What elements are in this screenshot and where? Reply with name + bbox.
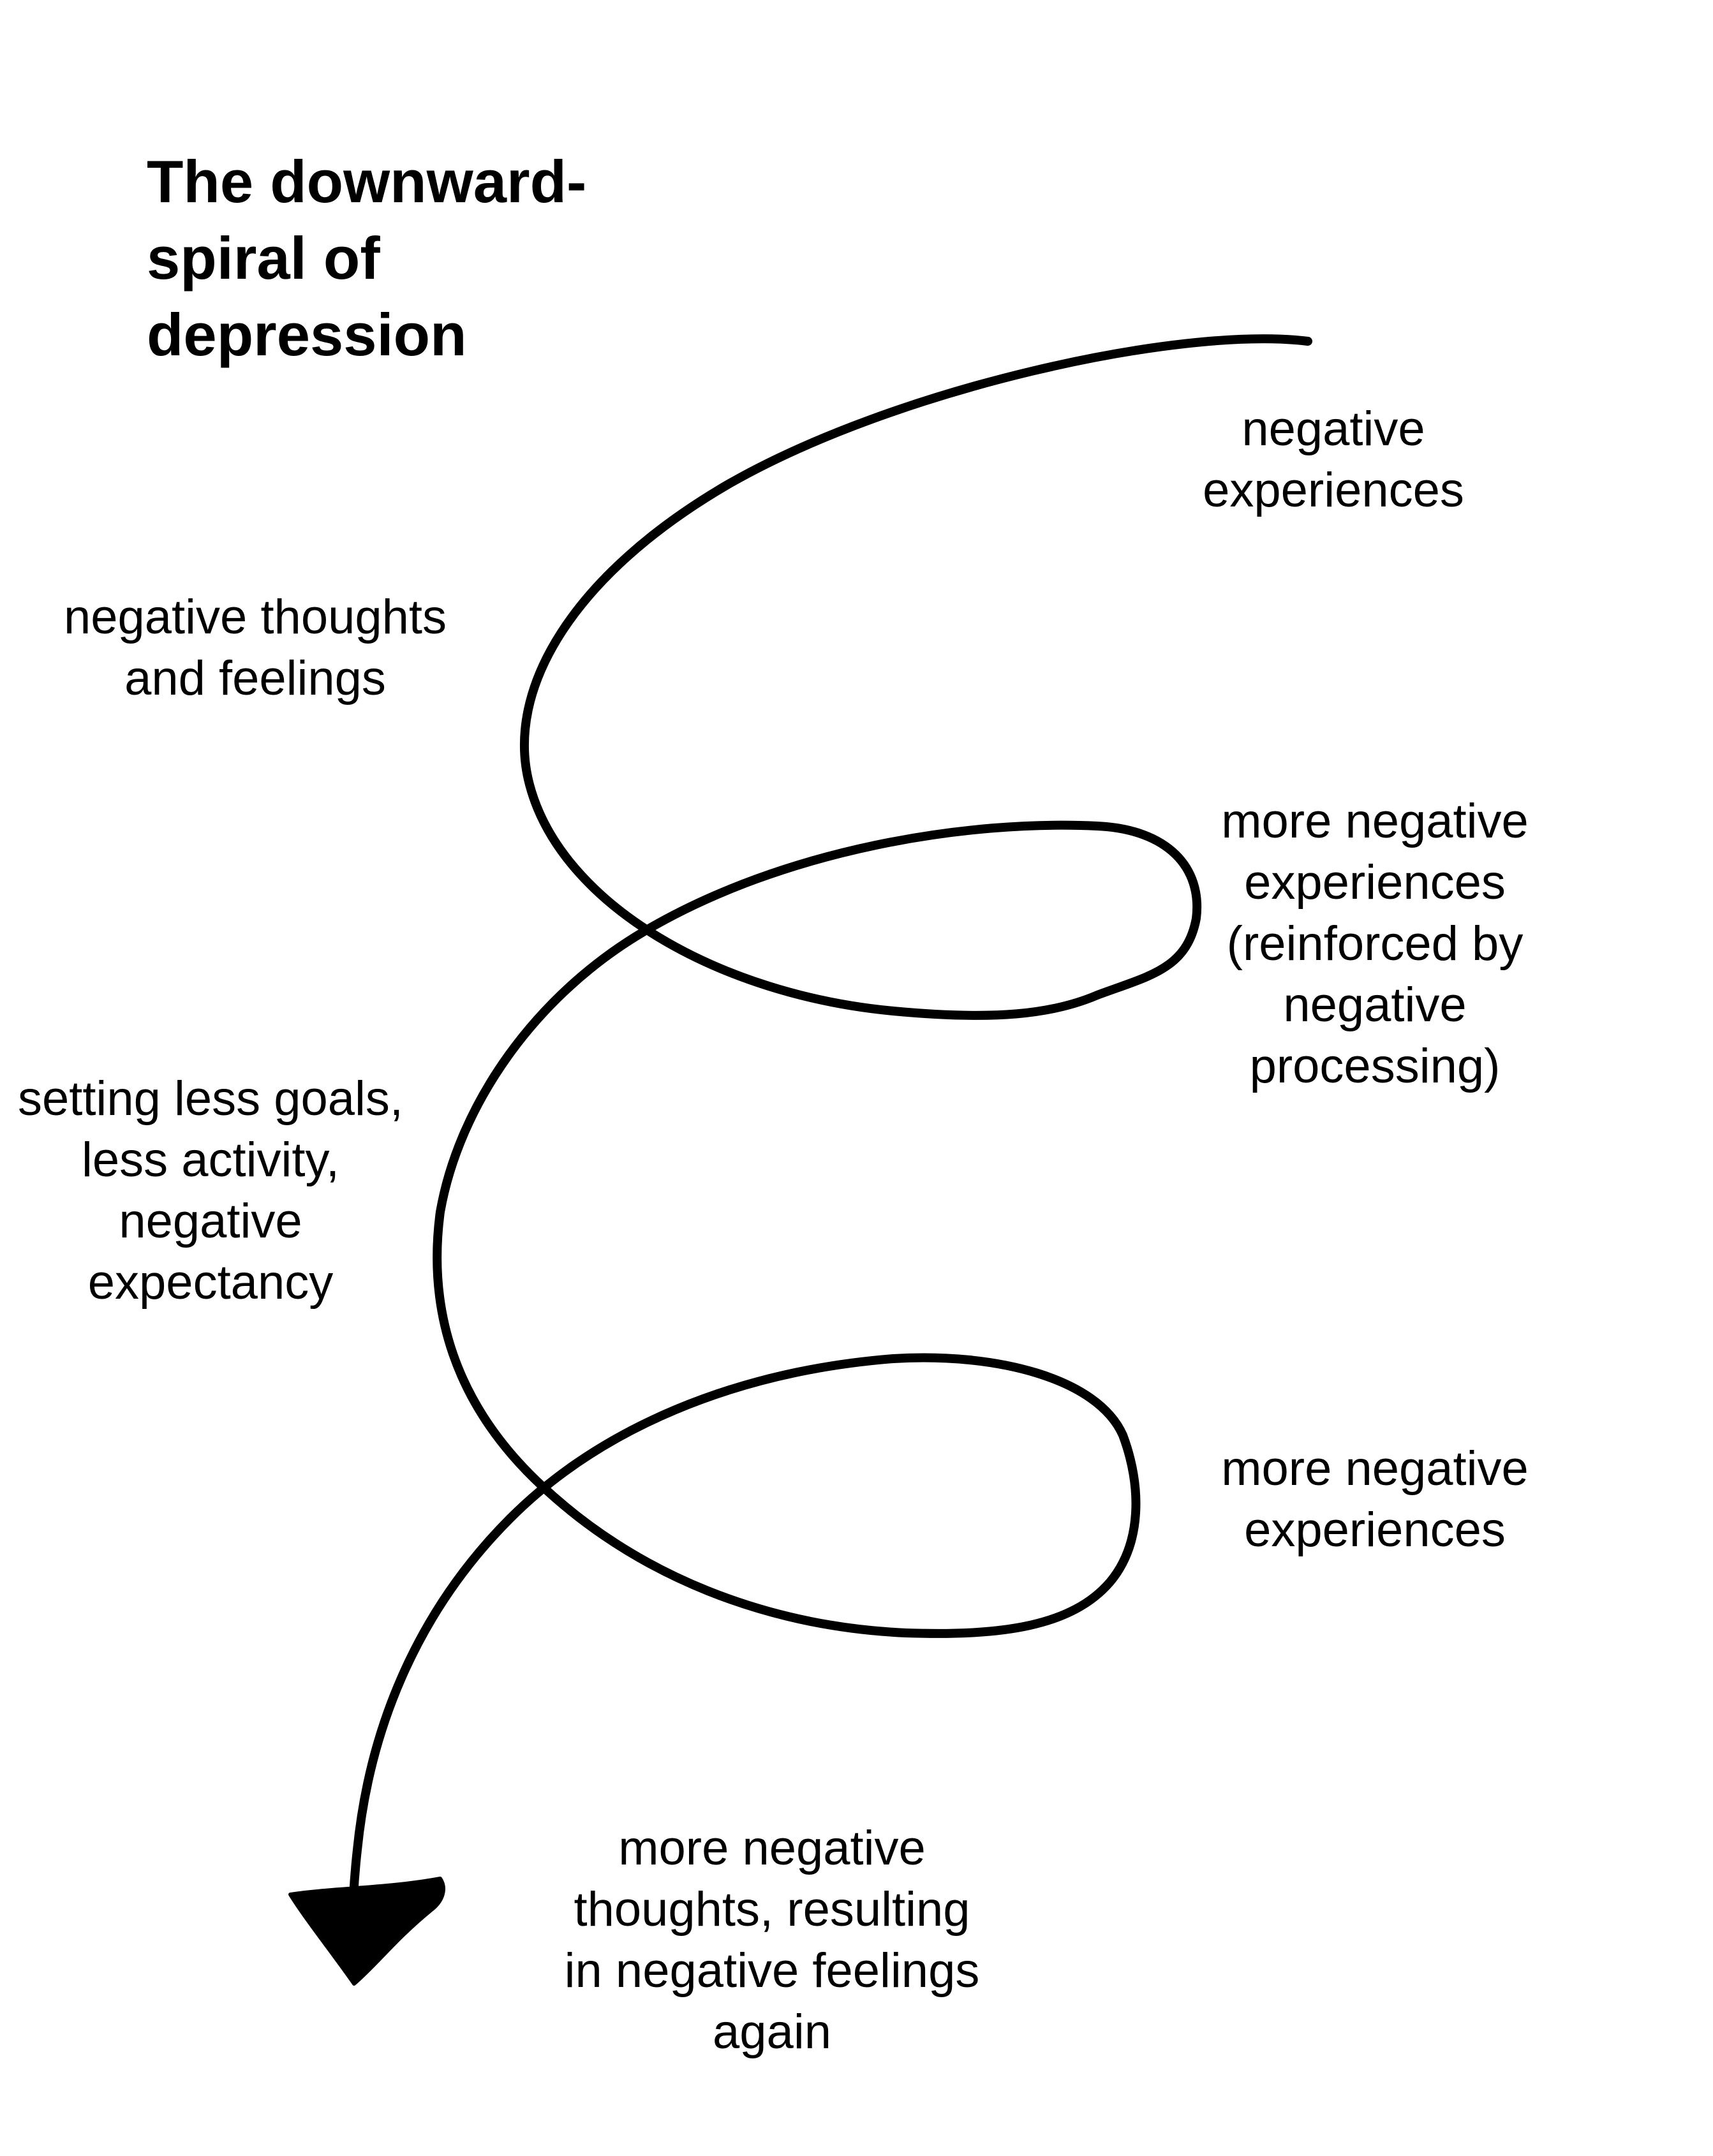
label-negative-experiences: negative experiences [1203,402,1464,517]
label-more-negative-experiences: more negative experiences [1221,1442,1529,1557]
label-negative-thoughts-feelings: negative thoughts and feelings [63,590,447,705]
label-more-negative-experiences-reinforced: more negative experiences (reinforced by… [1221,794,1529,1093]
arrowhead-icon [288,1877,445,1986]
label-setting-less-goals: setting less goals, less activity, negat… [17,1072,404,1310]
diagram-title: The downward- spiral of depression [147,148,587,368]
label-more-negative-thoughts: more negative thoughts, resulting in neg… [564,1821,980,2059]
spiral-path [348,334,1312,1975]
